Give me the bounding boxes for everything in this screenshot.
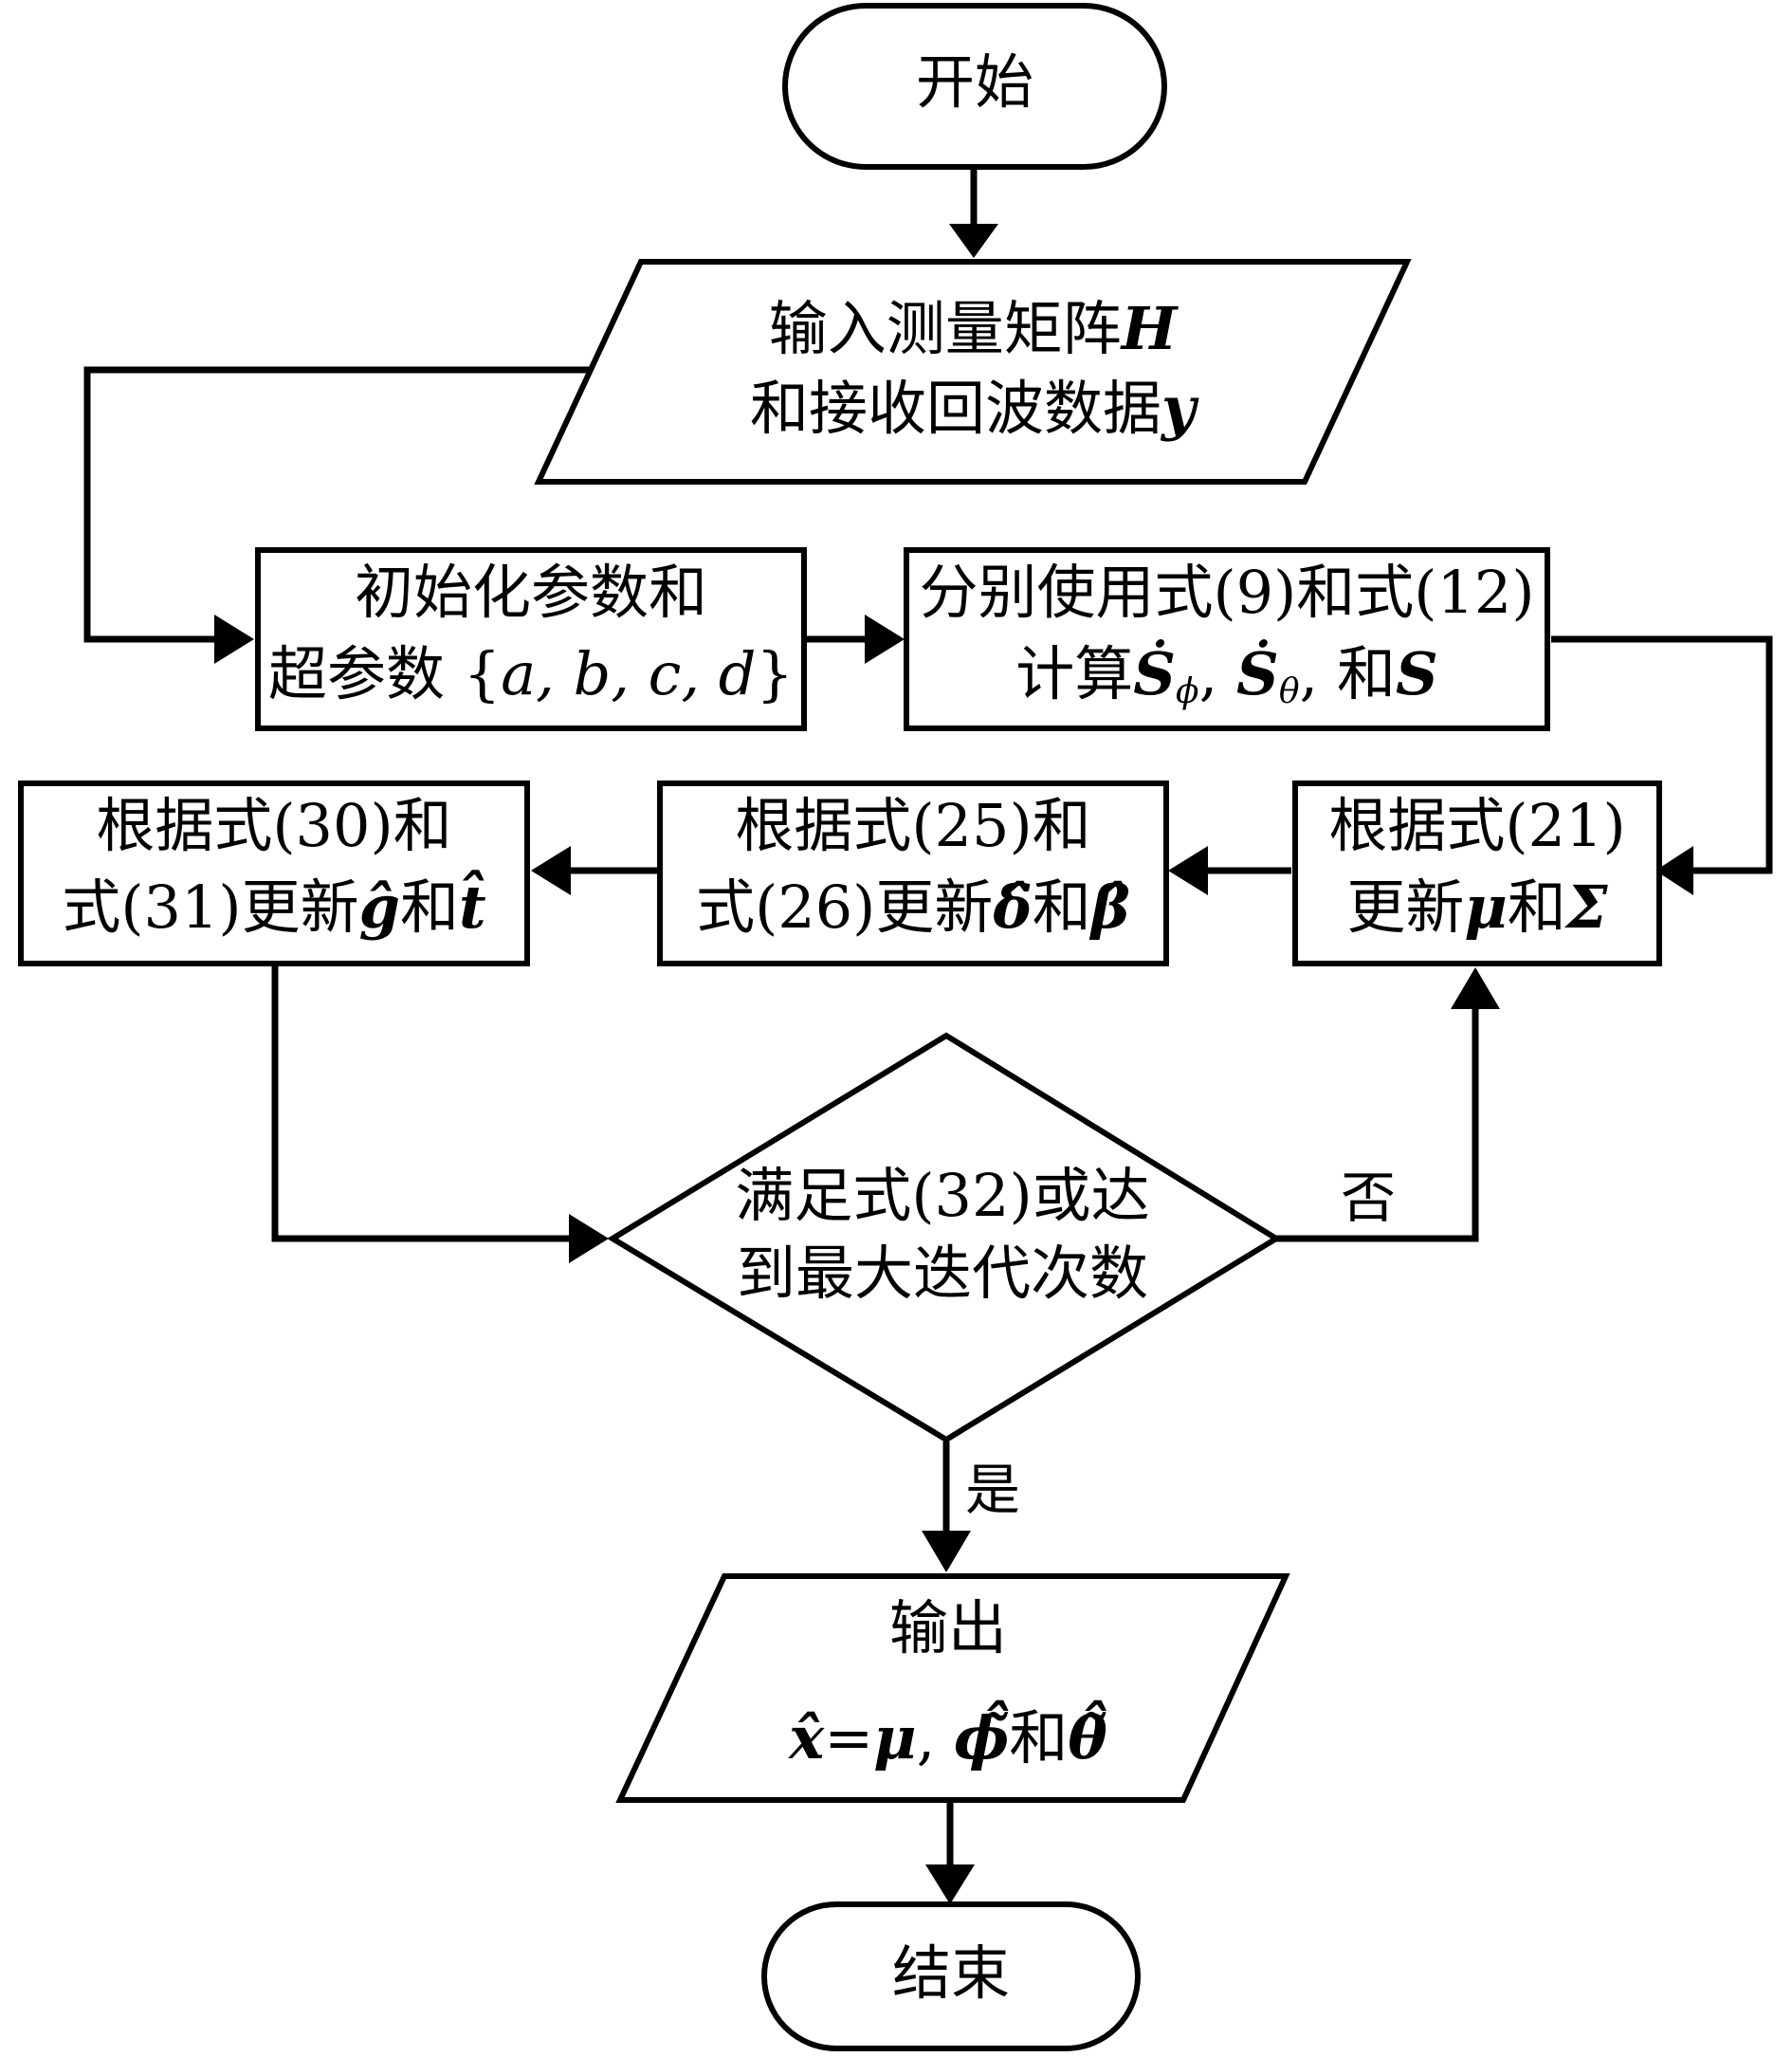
node-end: 结束 (761, 1901, 1141, 2051)
node-g-line1: 根据式(30)和 (96, 791, 451, 860)
edge-label-no: 否 (1341, 1166, 1396, 1230)
node-update-delta: 根据式(25)和 式(26)更新δ̂和β̂ (657, 781, 1169, 966)
node-output-line1: 输出 (889, 1593, 1007, 1662)
node-input: 输入测量矩阵H 和接收回波数据y (534, 259, 1412, 485)
node-decision-line1: 满足式(32)或达 (735, 1161, 1149, 1230)
edge-label-yes: 是 (965, 1458, 1020, 1522)
node-start-label: 开始 (916, 47, 1033, 117)
arrowhead-delta-to-g (531, 846, 571, 895)
edge-decision-no (1276, 1005, 1479, 1242)
arrowhead-decision-yes (922, 1531, 971, 1572)
node-input-line1: 输入测量矩阵H (769, 294, 1179, 363)
node-mu-line1: 根据式(21) (1328, 791, 1625, 860)
node-output: 输出 x̂=μ, ϕ̃̂和θ̃̂ (615, 1573, 1290, 1803)
edge-g-to-decision (271, 964, 573, 1242)
arrowhead-init-to-compute (865, 615, 905, 664)
node-update-mu: 根据式(21) 更新μ和Σ (1292, 781, 1662, 966)
edge-compute-to-mu (1551, 635, 1773, 874)
arrowhead-start-to-input (949, 224, 998, 258)
node-init-line1: 初始化参数和 (355, 558, 707, 627)
node-compute-line1: 分别使用式(9)和式(12) (919, 558, 1534, 627)
node-init-line2: 超参数 {a, b, c, d} (268, 639, 794, 708)
node-output-line2: x̂=μ, ϕ̃̂和θ̃̂ (787, 1699, 1107, 1772)
node-mu-line2: 更新μ和Σ (1346, 872, 1608, 942)
node-compute-s: 分别使用式(9)和式(12) 计算Ṡϕ, Ṡθ, 和S (904, 547, 1550, 731)
arrowhead-decision-no (1451, 967, 1500, 1009)
node-update-g: 根据式(30)和 式(31)更新ĝ和t̂ (18, 781, 530, 966)
edge-input-to-init (83, 366, 590, 643)
node-delta-line1: 根据式(25)和 (735, 791, 1090, 860)
arrowhead-output-to-end (925, 1864, 975, 1904)
node-decision: 满足式(32)或达 到最大迭代次数 (607, 1032, 1282, 1443)
arrowhead-g-to-decision (569, 1214, 609, 1263)
node-decision-line2: 到最大迭代次数 (737, 1239, 1148, 1308)
node-init: 初始化参数和 超参数 {a, b, c, d} (255, 547, 807, 731)
arrowhead-input-to-init (214, 615, 254, 664)
node-end-label: 结束 (892, 1938, 1010, 2008)
node-input-line2: 和接收回波数据y (750, 374, 1199, 443)
node-delta-line2: 式(26)更新δ̂和β̂ (696, 872, 1130, 942)
arrowhead-compute-to-mu (1655, 846, 1693, 895)
node-compute-line2: 计算Ṡϕ, Ṡθ, 和S (1015, 639, 1437, 711)
node-start: 开始 (782, 3, 1167, 170)
arrowhead-mu-to-delta (1168, 846, 1208, 895)
node-g-line2: 式(31)更新ĝ和t̂ (62, 870, 486, 942)
